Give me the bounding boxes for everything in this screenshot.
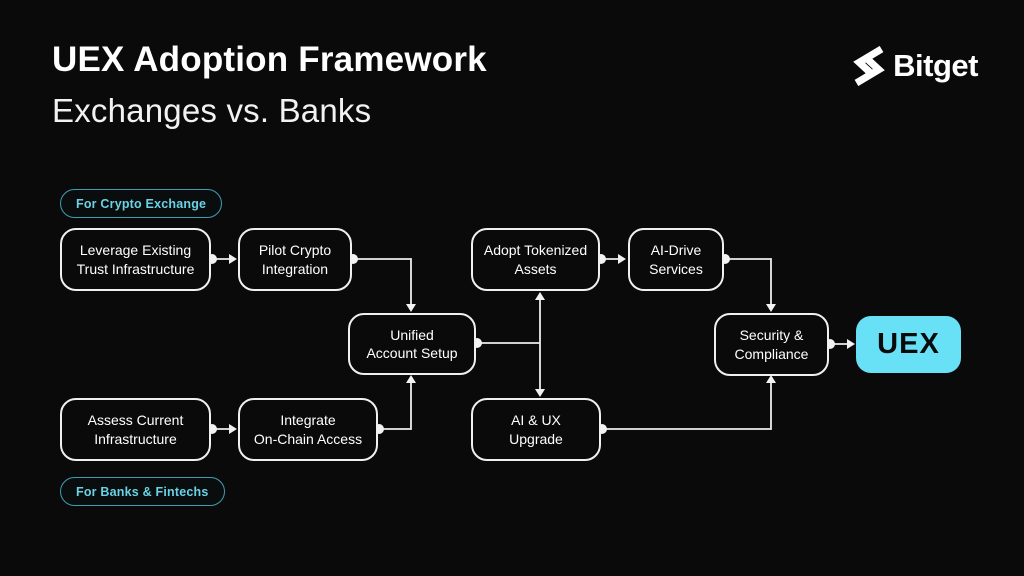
- badge-for-banks-fintechs: For Banks & Fintechs: [60, 477, 225, 506]
- node-leverage-existing-trust-infrastructure: Leverage Existing Trust Infrastructure: [60, 228, 211, 291]
- node-adopt-tokenized-assets: Adopt Tokenized Assets: [471, 228, 600, 291]
- brand-name: Bitget: [893, 48, 978, 83]
- page-subtitle: Exchanges vs. Banks: [52, 92, 372, 129]
- node-unified-account-setup: Unified Account Setup: [348, 313, 476, 375]
- node-assess-current-infrastructure: Assess Current Infrastructure: [60, 398, 211, 461]
- page-title: UEX Adoption Framework: [52, 40, 487, 79]
- badge-for-crypto-exchange: For Crypto Exchange: [60, 189, 223, 218]
- node-integrate-on-chain-access: Integrate On-Chain Access: [238, 398, 378, 461]
- node-security-compliance: Security & Compliance: [714, 313, 829, 376]
- node-ai-ux-upgrade: AI & UX Upgrade: [471, 398, 601, 461]
- node-pilot-crypto-integration: Pilot Crypto Integration: [238, 228, 352, 291]
- node-ai-drive-services: AI-Drive Services: [628, 228, 724, 291]
- bitget-logo-icon: [852, 46, 886, 86]
- brand-logo: Bitget: [852, 46, 978, 86]
- node-uex-result: UEX: [856, 316, 961, 373]
